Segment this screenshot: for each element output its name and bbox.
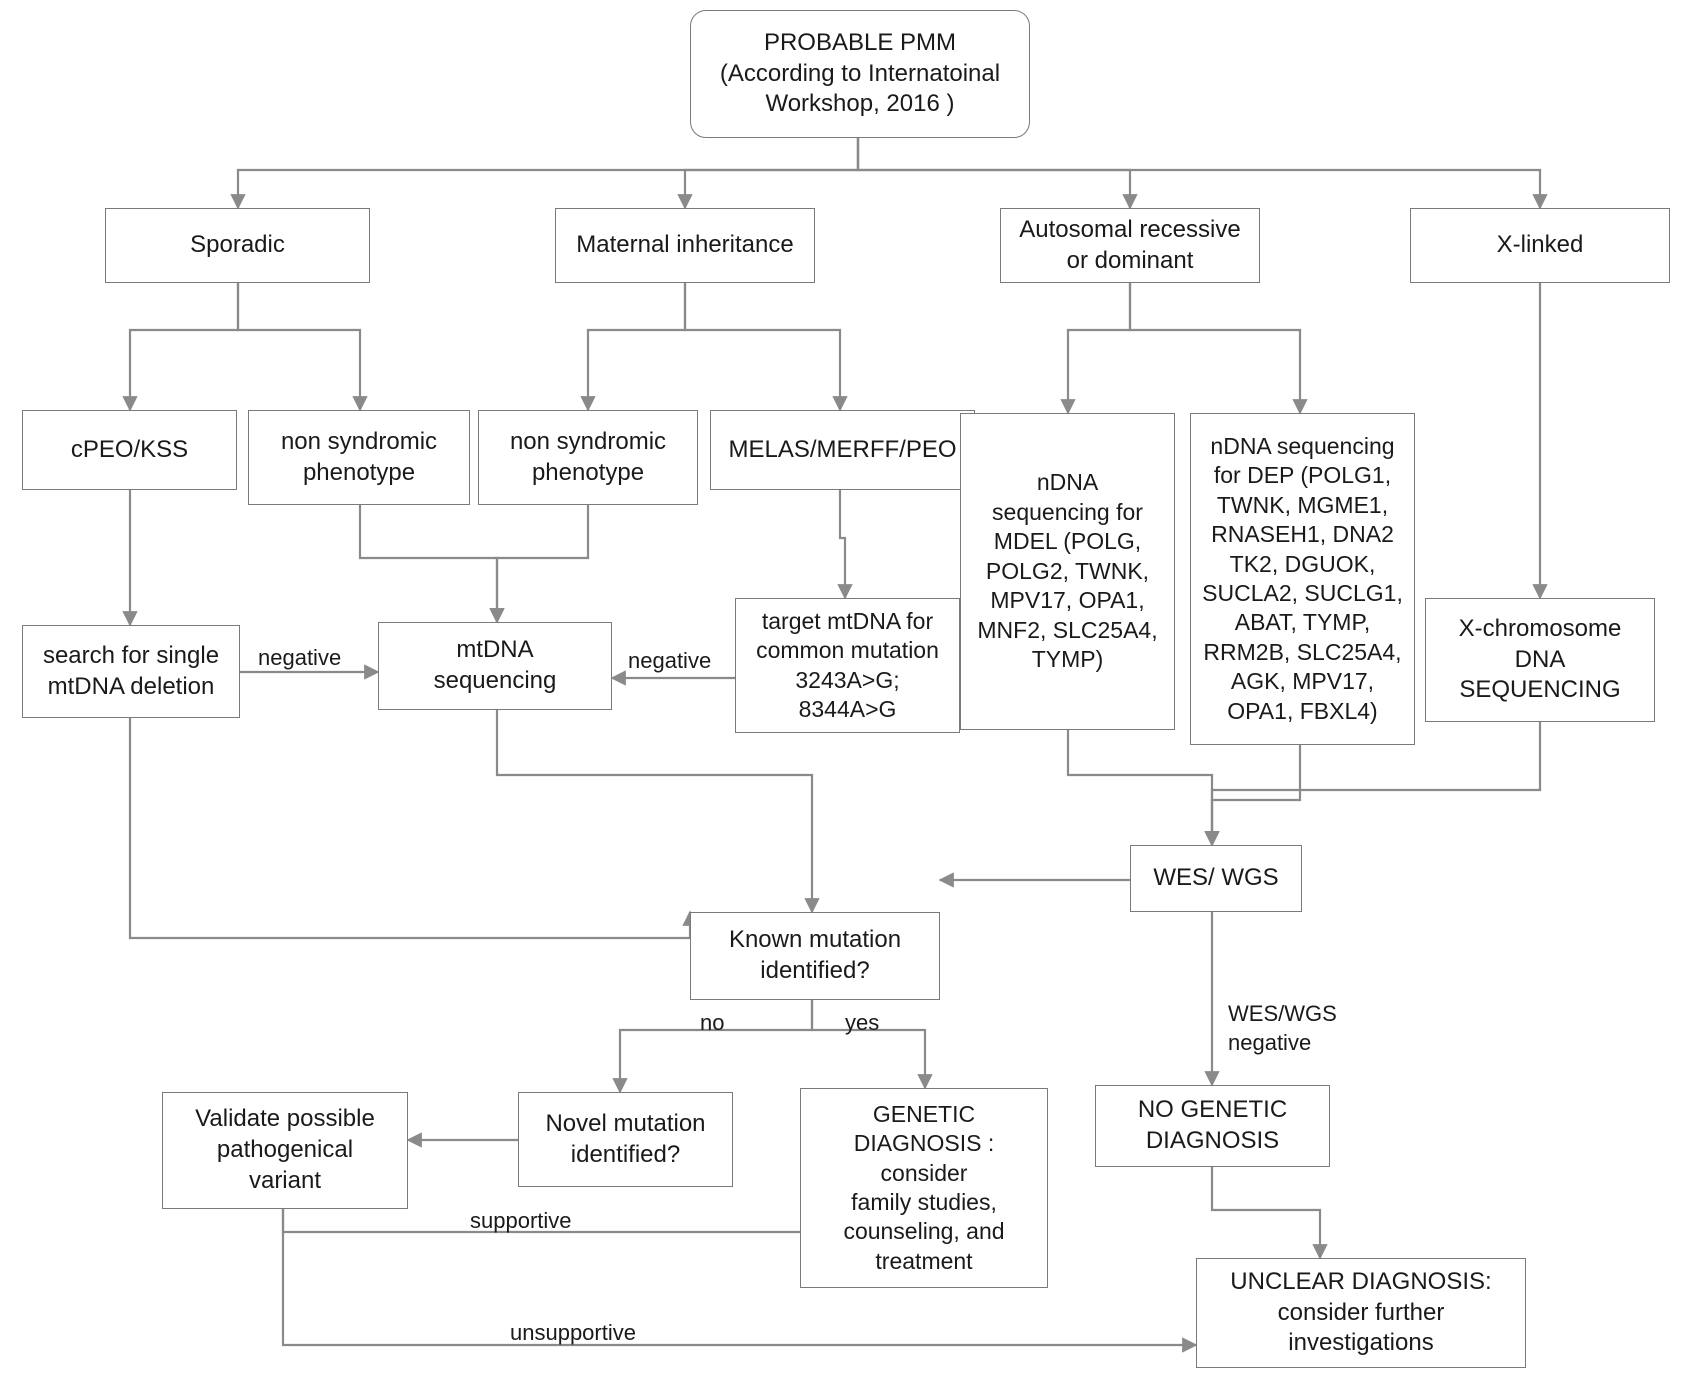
node-non-syndromic-sporadic[interactable]: non syndromic phenotype	[248, 410, 470, 505]
node-known-mutation-identified[interactable]: Known mutation identified?	[690, 912, 940, 1000]
node-x-chromosome-dna-sequencing[interactable]: X-chromosome DNA SEQUENCING	[1425, 598, 1655, 722]
node-sporadic[interactable]: Sporadic	[105, 208, 370, 283]
node-search-single-mtdna-deletion[interactable]: search for single mtDNA deletion	[22, 625, 240, 718]
node-probable-pmm[interactable]: PROBABLE PMM (According to Internatoinal…	[690, 10, 1030, 138]
node-mtdna-sequencing[interactable]: mtDNA sequencing	[378, 622, 612, 710]
node-wes-wgs[interactable]: WES/ WGS	[1130, 845, 1302, 912]
edge-label-negative-left: negative	[258, 645, 342, 670]
node-autosomal-recessive-dominant[interactable]: Autosomal recessive or dominant	[1000, 208, 1260, 283]
node-ndna-sequencing-dep[interactable]: nDNA sequencing for DEP (POLG1, TWNK, MG…	[1190, 413, 1415, 745]
edge-label-negative-right: negative	[628, 648, 712, 673]
node-x-linked[interactable]: X-linked	[1410, 208, 1670, 283]
node-target-mtdna-common-mutation[interactable]: target mtDNA for common mutation 3243A>G…	[735, 598, 960, 733]
edge-label-unsupportive: unsupportive	[510, 1320, 636, 1345]
node-genetic-diagnosis[interactable]: GENETIC DIAGNOSIS : consider family stud…	[800, 1088, 1048, 1288]
node-cpeo-kss[interactable]: cPEO/KSS	[22, 410, 237, 490]
node-melas-merff-peo[interactable]: MELAS/MERFF/PEO	[710, 410, 975, 490]
node-novel-mutation-identified[interactable]: Novel mutation identified?	[518, 1092, 733, 1187]
node-non-syndromic-maternal[interactable]: non syndromic phenotype	[478, 410, 698, 505]
node-unclear-diagnosis[interactable]: UNCLEAR DIAGNOSIS: consider further inve…	[1196, 1258, 1526, 1368]
node-no-genetic-diagnosis[interactable]: NO GENETIC DIAGNOSIS	[1095, 1085, 1330, 1167]
node-maternal-inheritance[interactable]: Maternal inheritance	[555, 208, 815, 283]
edge-label-yes: yes	[845, 1010, 880, 1035]
node-validate-pathogenical-variant[interactable]: Validate possible pathogenical variant	[162, 1092, 408, 1209]
edge-label-supportive: supportive	[470, 1208, 572, 1233]
node-ndna-sequencing-mdel[interactable]: nDNA sequencing for MDEL (POLG, POLG2, T…	[960, 413, 1175, 730]
edge-label-no: no	[700, 1010, 725, 1035]
edge-label-wes-wgs-negative: WES/WGS negative	[1228, 1001, 1337, 1055]
